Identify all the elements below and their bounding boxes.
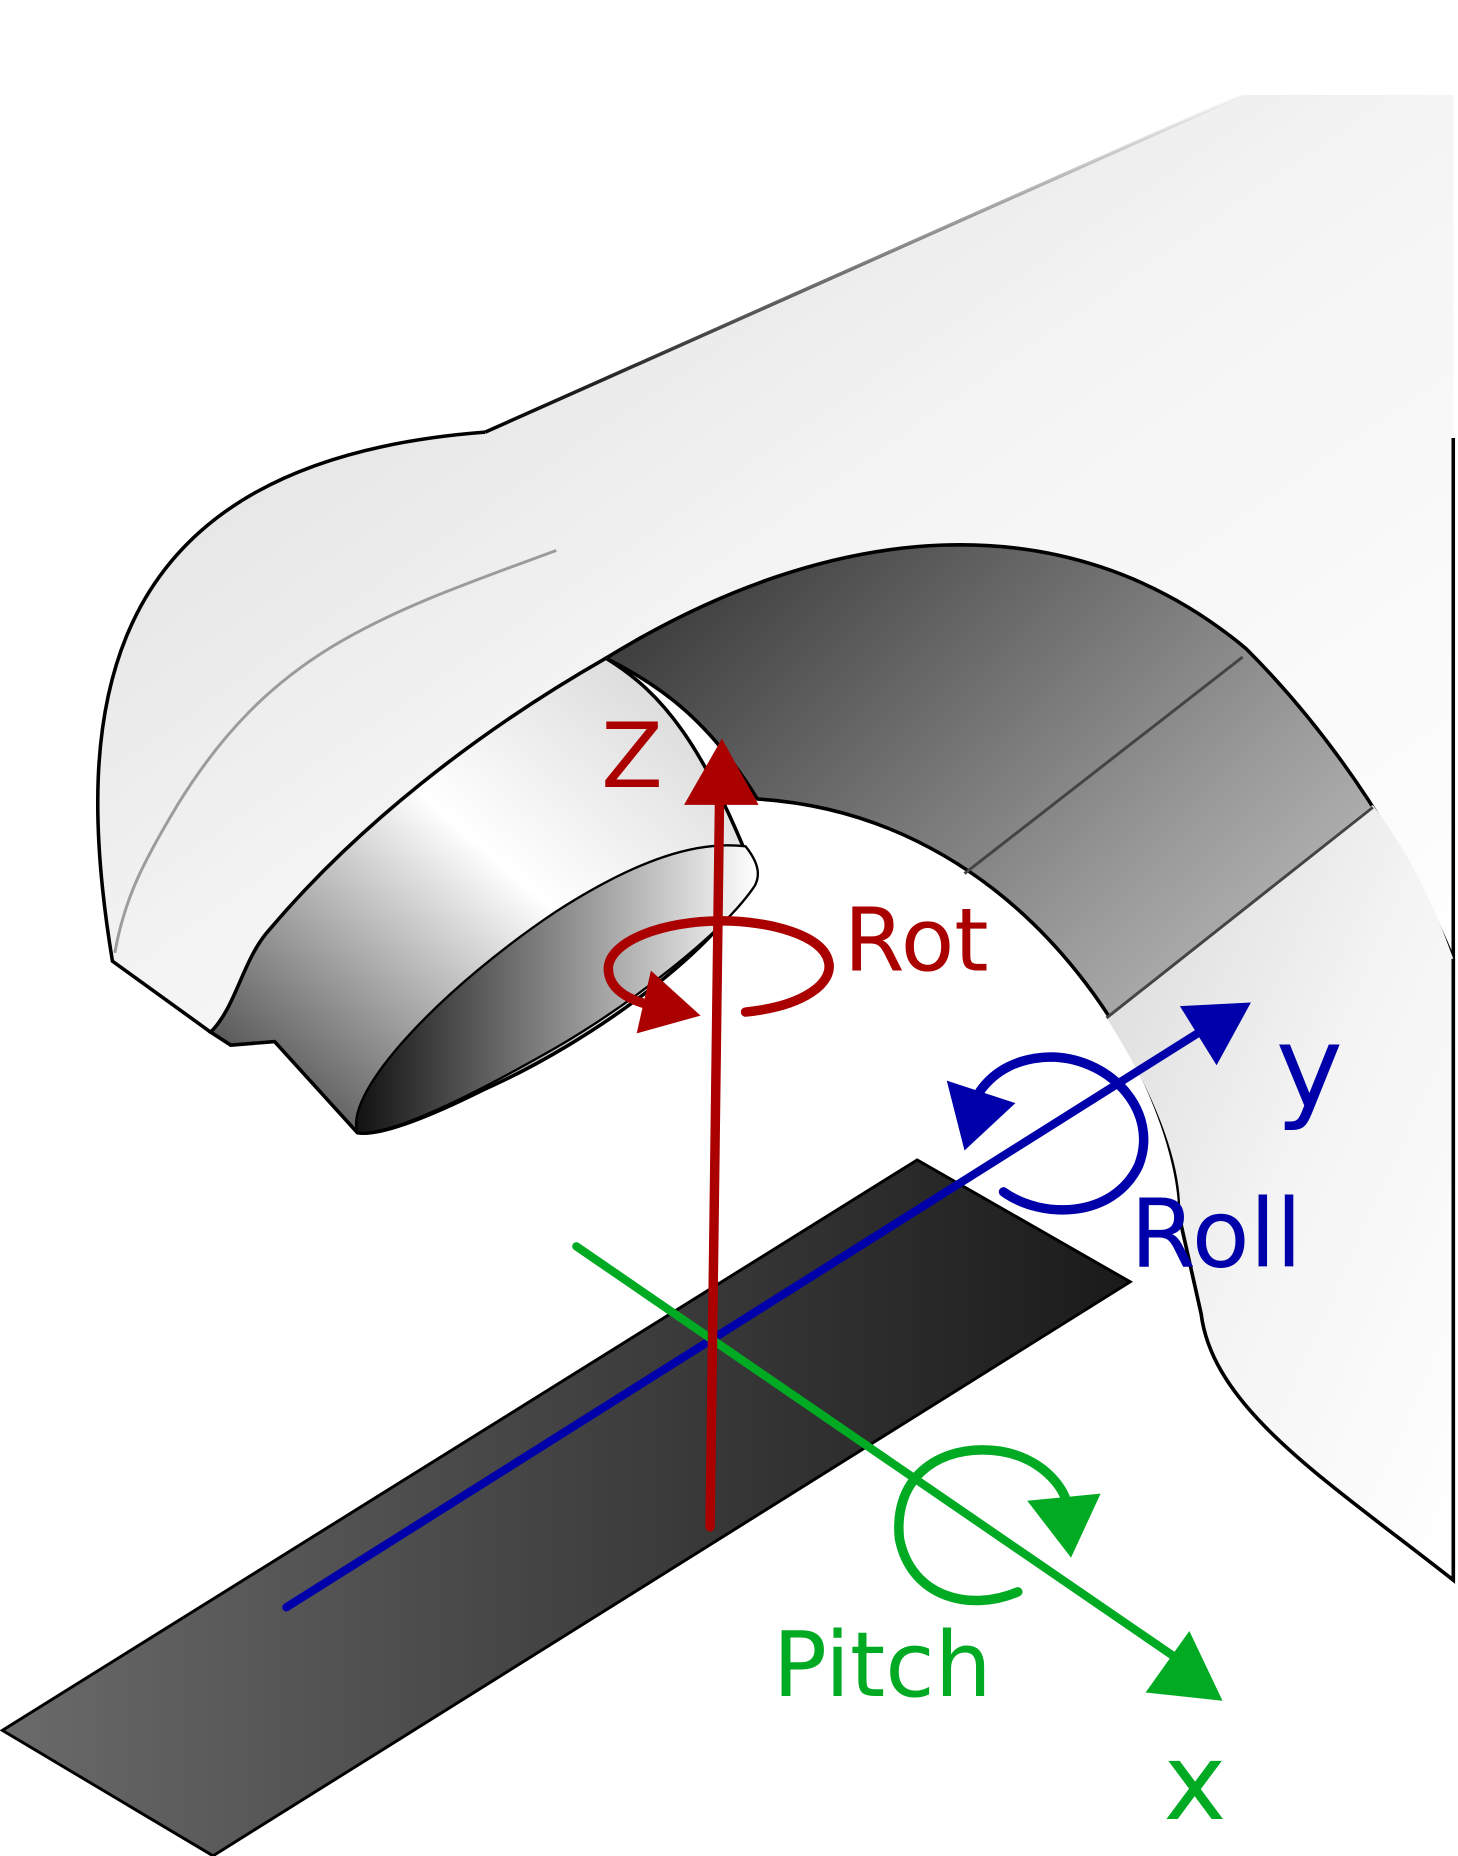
y-arrowhead-icon [1179,1002,1251,1066]
pitch-label: Pitch [773,1614,992,1718]
bore-hole [354,844,760,1135]
roll-arrowhead-icon [946,1080,1016,1151]
rot-arrowhead-icon [636,970,701,1034]
pitch-rotation [894,1445,1101,1606]
x-axis-label: x [1163,1721,1226,1845]
band-seam [963,655,1244,875]
gantry-outline [96,430,486,1034]
rot-label: Rot [844,890,989,992]
rot-rotation [603,916,834,1034]
roll-rotation [946,1052,1149,1215]
gantry-front-face [97,94,1454,1033]
y-axis-label: y [1276,1002,1343,1134]
z-arrowhead-icon [684,738,759,805]
patient-couch [0,1158,1134,1856]
gantry-top-edge [484,93,1244,434]
z-axis-label: Z [601,705,663,809]
x-axis [572,1242,1223,1701]
y-axis [282,1002,1251,1612]
band-seam [1105,806,1374,1020]
band-right-face [1106,804,1454,1581]
roll-label: Roll [1130,1179,1302,1289]
x-arrowhead-icon [1145,1630,1223,1701]
gantry-inner-crease [113,549,557,954]
pitch-arrowhead-icon [1027,1493,1101,1558]
